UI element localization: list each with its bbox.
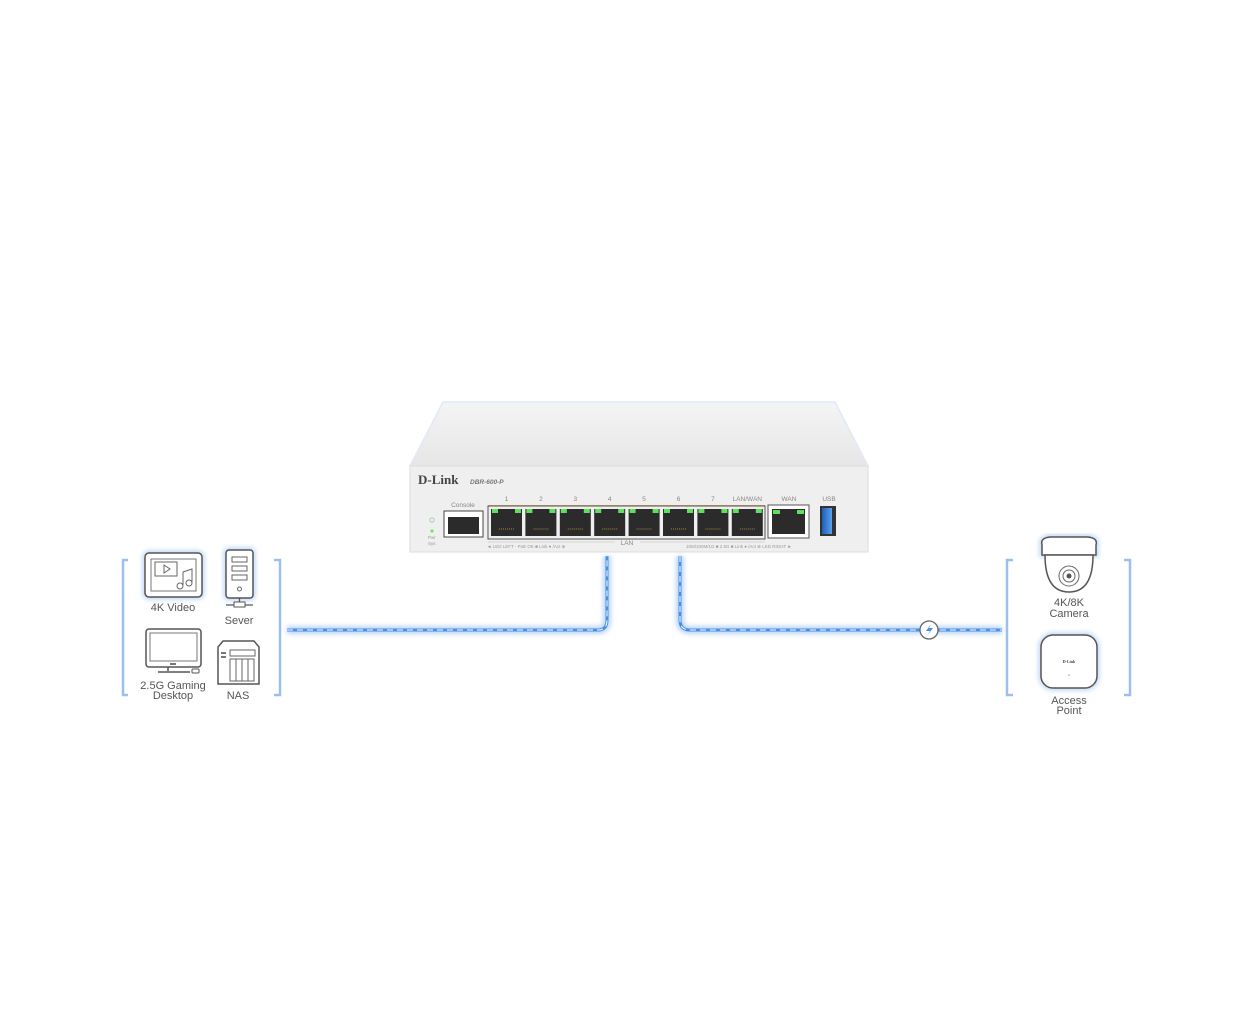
lan-port-label: LAN/WAN — [733, 496, 763, 503]
console-port[interactable] — [443, 510, 484, 538]
lan-port-label: 6 — [677, 496, 681, 503]
svg-text:4K Video: 4K Video — [151, 602, 195, 614]
svg-text:Pwr: Pwr — [428, 535, 436, 540]
wan-label: WAN — [782, 496, 797, 503]
svg-text:NAS: NAS — [227, 690, 250, 702]
svg-text:Camera: Camera — [1049, 608, 1089, 620]
lan-port-label: 4 — [608, 496, 612, 503]
wan-port[interactable] — [767, 504, 810, 539]
svg-text:Sever: Sever — [225, 615, 254, 627]
right-group-bracket — [1005, 558, 1132, 697]
lan-port-7[interactable] — [697, 509, 729, 536]
led-legend-right: 10M/100M/1G ■ 2.5G ■ Link ● /Act ⊕ LED R… — [686, 544, 792, 549]
lan-port-5[interactable] — [628, 509, 660, 536]
router-model: DBR-600-P — [470, 479, 504, 486]
lan-port-8[interactable] — [731, 509, 763, 536]
router-brand-logo: D-Link — [418, 472, 459, 487]
desktop-monitor-icon — [145, 628, 202, 668]
device-nas: NAS — [217, 640, 260, 702]
power-led-icon — [429, 517, 435, 523]
left-group-bracket — [121, 558, 282, 697]
lan-port-2[interactable] — [525, 509, 557, 536]
lan-group-label: LAN — [621, 540, 634, 547]
svg-text:2.5G Gaming: 2.5G Gaming — [140, 680, 205, 692]
console-label: Console — [451, 502, 475, 509]
cable-right — [676, 556, 1002, 634]
router-device: D-Link DBR-600-P Pwr Sys Console 1 2 3 4 — [408, 401, 870, 553]
device-4k-video: 4K Video — [142, 550, 205, 614]
device-camera: 4K/8K Camera — [1039, 534, 1099, 620]
svg-text:Desktop: Desktop — [153, 690, 193, 702]
lan-port-label: 2 — [539, 496, 543, 503]
led-legend-left: ◄ LED LEFT · PoE OK ■ Link ● /Act ⊕ — [487, 544, 566, 549]
svg-text:4K/8K: 4K/8K — [1054, 597, 1085, 609]
nas-icon — [217, 640, 260, 685]
access-point-icon — [1040, 634, 1098, 689]
lan-port-label: 1 — [505, 496, 509, 503]
cable-left — [287, 556, 611, 634]
lan-port-4[interactable] — [594, 509, 626, 536]
system-led-icon — [430, 529, 434, 533]
device-server: Sever — [223, 547, 256, 627]
poe-lightning-icon — [919, 620, 939, 640]
usb-port[interactable] — [820, 506, 836, 536]
lan-port-3[interactable] — [559, 509, 591, 536]
lan-port-label: 7 — [711, 496, 715, 503]
lan-port-6[interactable] — [663, 509, 694, 536]
svg-text:Access: Access — [1051, 695, 1087, 707]
device-gaming-desktop: 2.5G Gaming Desktop — [140, 628, 206, 702]
lan-port-label: 5 — [642, 496, 646, 503]
svg-text:Sys: Sys — [428, 541, 436, 546]
lan-port-1[interactable] — [491, 509, 522, 536]
video-monitor-icon — [144, 552, 203, 598]
lan-port-label: 3 — [573, 496, 577, 503]
svg-text:D-Link: D-Link — [1063, 659, 1076, 664]
usb-label: USB — [822, 496, 835, 503]
svg-text:Point: Point — [1056, 705, 1081, 717]
dome-camera-icon — [1040, 536, 1098, 556]
device-access-point: D-Link Access Point — [1038, 632, 1100, 717]
